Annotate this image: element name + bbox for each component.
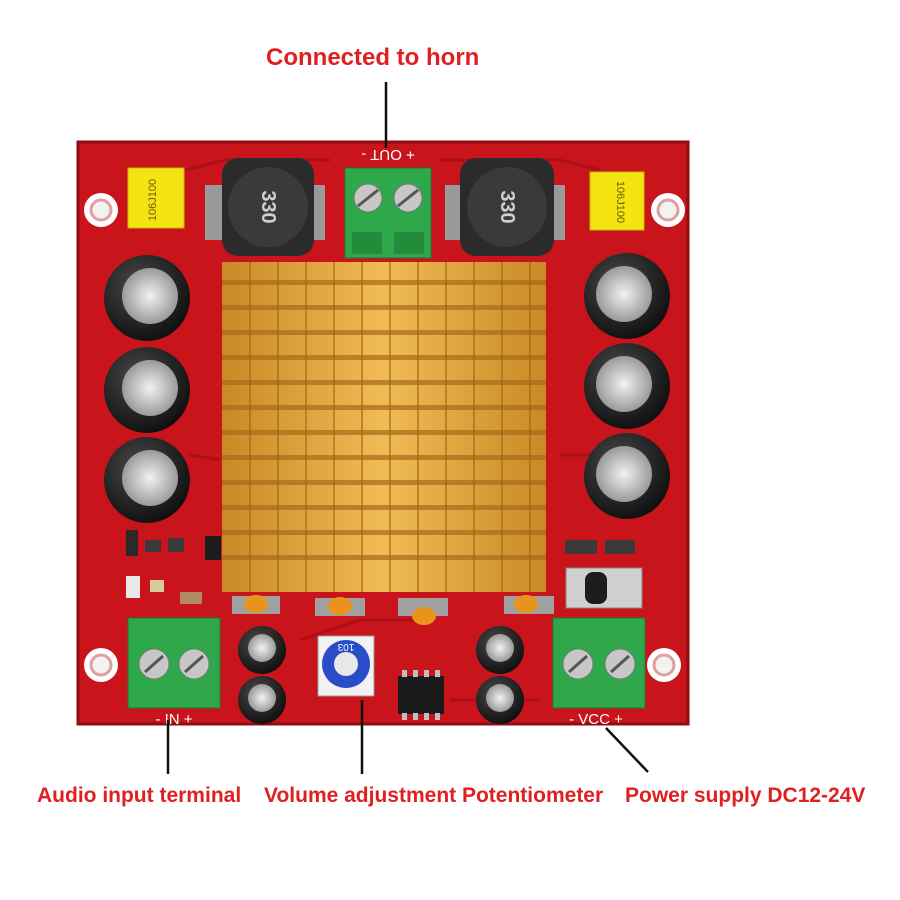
svg-text:330: 330 (496, 190, 518, 223)
smd-components-left (126, 530, 221, 604)
svg-text:106J100: 106J100 (614, 181, 626, 223)
inductor-right: 330 (445, 158, 565, 256)
callout-connected-to-horn: Connected to horn (266, 44, 480, 71)
op-amp-chip (398, 670, 444, 720)
input-terminal-block (127, 617, 221, 709)
ceramic-capacitors (232, 595, 554, 625)
smd-components-right (565, 540, 643, 609)
film-capacitor-right: 106J100 (589, 171, 645, 231)
electrolytic-capacitors-left (104, 255, 190, 523)
mounting-holes (84, 193, 685, 682)
vcc-silkscreen: - VCC + (569, 711, 623, 728)
out-silkscreen: + OUT - (361, 146, 414, 163)
svg-text:106J100: 106J100 (147, 179, 159, 221)
inductor-left: 330 (205, 158, 325, 256)
electrolytic-capacitors-bottom-right (476, 626, 524, 724)
heatsink (222, 262, 546, 592)
power-terminal-block (552, 617, 646, 709)
electrolytic-capacitors-right (584, 253, 670, 519)
callout-audio-input-terminal: Audio input terminal (37, 784, 242, 807)
leader-line-power (605, 727, 649, 773)
volume-potentiometer: 103 (317, 635, 375, 697)
in-silkscreen: - IN + (155, 711, 192, 728)
svg-text:103: 103 (337, 641, 354, 652)
svg-text:330: 330 (257, 190, 279, 223)
callout-volume-potentiometer: Volume adjustment Potentiometer (264, 784, 604, 807)
film-capacitor-left: 106J100 (127, 167, 185, 229)
electrolytic-capacitors-bottom-left (238, 626, 286, 724)
output-terminal-block (344, 167, 432, 259)
callout-power-supply: Power supply DC12-24V (625, 784, 866, 807)
